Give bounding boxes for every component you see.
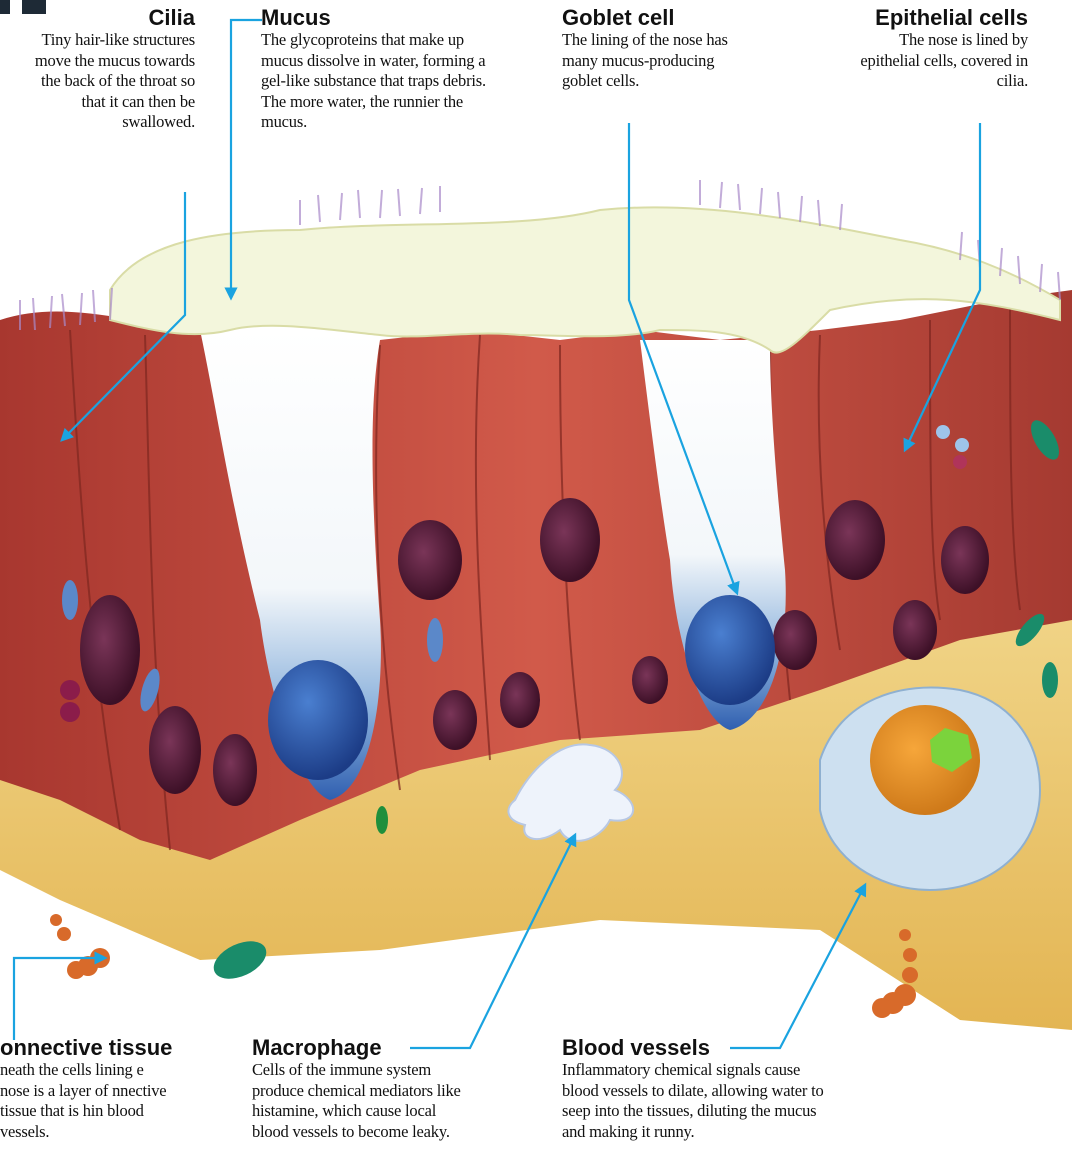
label-connective-tissue: onnective tissue neath the cells lining … (0, 1036, 200, 1142)
label-connective-tissue-body: neath the cells lining e nose is a layer… (0, 1060, 170, 1142)
label-connective-tissue-title: onnective tissue (0, 1036, 200, 1060)
label-blood-vessels: Blood vessels Inflammatory chemical sign… (562, 1036, 824, 1142)
label-goblet-cell-body: The lining of the nose has many mucus-pr… (562, 30, 752, 92)
label-cilia-title: Cilia (30, 6, 195, 30)
label-cilia: Cilia Tiny hair-like structures move the… (30, 6, 195, 133)
label-epithelial-cells: Epithelial cells The nose is lined by ep… (842, 6, 1028, 92)
label-blood-vessels-body: Inflammatory chemical signals cause bloo… (562, 1060, 824, 1142)
label-macrophage: Macrophage Cells of the immune system pr… (252, 1036, 462, 1142)
label-cilia-body: Tiny hair-like structures move the mucus… (30, 30, 195, 133)
label-mucus-body: The glycoproteins that make up mucus dis… (261, 30, 493, 133)
label-epithelial-cells-title: Epithelial cells (842, 6, 1028, 30)
label-mucus-title: Mucus (261, 6, 493, 30)
label-macrophage-title: Macrophage (252, 1036, 462, 1060)
label-goblet-cell: Goblet cell The lining of the nose has m… (562, 6, 752, 92)
label-blood-vessels-title: Blood vessels (562, 1036, 824, 1060)
label-epithelial-cells-body: The nose is lined by epithelial cells, c… (842, 30, 1028, 92)
label-macrophage-body: Cells of the immune system produce chemi… (252, 1060, 462, 1142)
label-mucus: Mucus The glycoproteins that make up muc… (261, 6, 493, 133)
label-goblet-cell-title: Goblet cell (562, 6, 752, 30)
